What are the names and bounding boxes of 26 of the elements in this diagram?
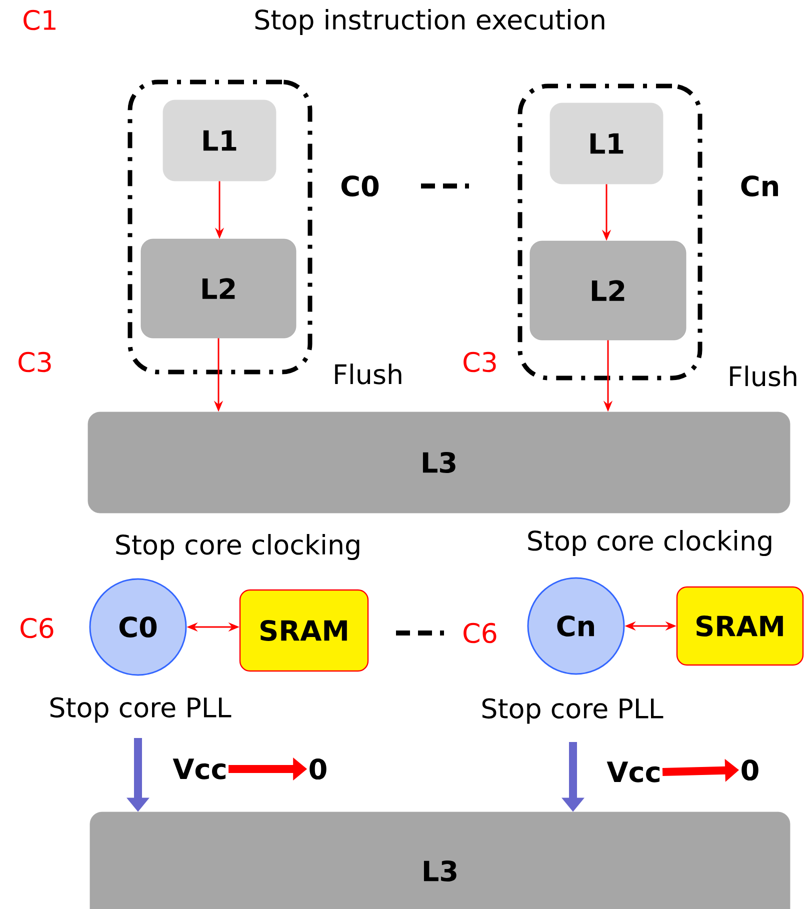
core-label: C0: [341, 175, 379, 197]
cache-box: L2: [530, 240, 686, 340]
step-number: C3: [18, 352, 51, 372]
signal-label: Vcc: [606, 762, 660, 782]
step-number: C6: [20, 618, 54, 638]
cache-box: L3: [90, 812, 790, 909]
edge-label: Flush: [335, 364, 402, 384]
signal-label: 0: [742, 759, 758, 781]
memory-box: SRAM: [676, 586, 804, 666]
signal-label: Vcc: [172, 758, 226, 780]
core-label: Cn: [741, 175, 778, 197]
step-number: C6: [464, 622, 496, 644]
step-label: Stop core clocking: [116, 534, 360, 560]
cache-box: L3: [88, 412, 790, 514]
cache-box: L1: [162, 100, 276, 182]
step-label: Stop core PLL: [482, 698, 664, 724]
title: Stop instruction execution: [255, 9, 604, 36]
step-label: Stop core clocking: [528, 530, 772, 556]
memory-box: SRAM: [239, 589, 369, 672]
cache-box: L2: [140, 238, 296, 338]
cache-box: L1: [550, 102, 664, 184]
edge-label: Flush: [730, 366, 796, 386]
step-number: C3: [464, 352, 496, 372]
step-number: C1: [24, 10, 56, 30]
step-label: Stop core PLL: [50, 697, 232, 723]
signal-label: 0: [310, 758, 326, 780]
